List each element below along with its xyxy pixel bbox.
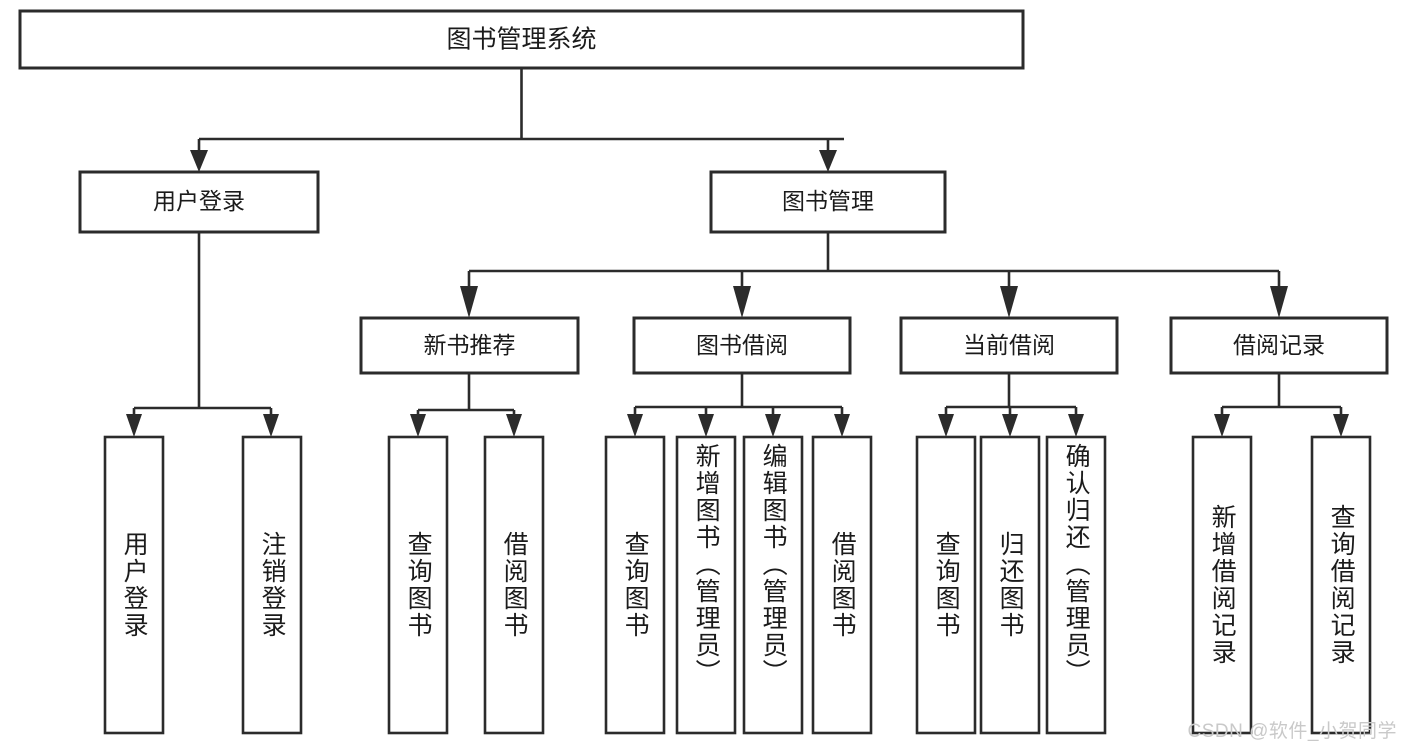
arrow-icon	[938, 414, 954, 437]
leaf-box-add-borrow-record[interactable]	[1191, 435, 1253, 735]
arrow-icon	[1270, 286, 1288, 318]
arrow-icon	[263, 414, 279, 437]
connector-userlogin-to-leaves	[126, 232, 279, 437]
leaf-box-return-book[interactable]	[979, 435, 1041, 735]
node-user-login-label: 用户登录	[153, 188, 245, 214]
connector-newbook-to-leaves	[410, 373, 522, 437]
leaf-box-query-borrow-record[interactable]	[1310, 435, 1372, 735]
arrow-icon	[460, 286, 478, 318]
node-book-manage[interactable]: 图书管理	[709, 170, 947, 234]
connector-bookborrow-to-leaves	[627, 373, 850, 437]
node-current-borrow[interactable]: 当前借阅	[899, 316, 1119, 375]
arrow-icon	[1214, 414, 1230, 437]
connector-currentborrow-to-leaves	[938, 373, 1084, 437]
arrow-icon	[126, 414, 142, 437]
arrow-icon	[1333, 414, 1349, 437]
node-root-label: 图书管理系统	[446, 26, 596, 54]
node-borrow-record[interactable]: 借阅记录	[1169, 316, 1389, 375]
node-book-borrow[interactable]: 图书借阅	[632, 316, 852, 375]
node-book-manage-label: 图书管理	[782, 188, 874, 214]
arrow-icon	[1068, 414, 1084, 437]
arrow-icon	[834, 414, 850, 437]
leaf-box-borrow-book-recommend[interactable]	[483, 435, 545, 735]
arrow-icon	[627, 414, 643, 437]
connector-borrowrecord-to-leaves	[1214, 373, 1349, 437]
csdn-watermark: CSDN @软件_小贺同学	[1187, 721, 1397, 742]
leaf-box-confirm-return[interactable]	[1045, 435, 1107, 735]
node-root-box[interactable]	[18, 9, 1025, 70]
arrow-icon	[698, 414, 714, 437]
leaf-box-logout[interactable]	[241, 435, 303, 735]
arrow-icon	[1002, 414, 1018, 437]
node-user-login[interactable]: 用户登录	[78, 170, 320, 234]
arrow-icon	[410, 414, 426, 437]
arrow-icon	[506, 414, 522, 437]
leaf-box-user-login[interactable]	[103, 435, 165, 735]
arrow-icon	[733, 286, 751, 318]
leaf-box-query-book-recommend[interactable]	[387, 435, 449, 735]
arrow-icon	[1000, 286, 1018, 318]
node-new-book-recommend[interactable]: 新书推荐	[359, 316, 580, 375]
node-current-borrow-label: 当前借阅	[963, 332, 1055, 358]
node-user-login-box[interactable]	[78, 170, 320, 234]
leaf-box-query-book-borrow[interactable]	[604, 435, 666, 735]
connector-root-to-level1	[190, 68, 844, 172]
node-new-book-recommend-label: 新书推荐	[424, 332, 516, 358]
leaf-box-query-book-current[interactable]	[915, 435, 977, 735]
leaf-box-borrow-book[interactable]	[811, 435, 873, 735]
arrow-icon	[819, 150, 837, 172]
node-book-borrow-box[interactable]	[632, 316, 852, 375]
leaf-box-edit-book[interactable]	[742, 435, 804, 735]
node-current-borrow-box[interactable]	[899, 316, 1119, 375]
leaf-box-add-book[interactable]	[675, 435, 737, 735]
connector-bookmanage-to-level2	[460, 232, 1288, 318]
node-book-borrow-label: 图书借阅	[696, 332, 788, 358]
node-new-book-recommend-box[interactable]	[359, 316, 580, 375]
node-borrow-record-label: 借阅记录	[1233, 332, 1325, 358]
arrow-icon	[765, 414, 781, 437]
node-root[interactable]: 图书管理系统	[18, 9, 1025, 70]
leaf-boxes	[103, 435, 1372, 735]
arrow-icon	[190, 150, 208, 172]
node-book-manage-box[interactable]	[709, 170, 947, 234]
node-borrow-record-box[interactable]	[1169, 316, 1389, 375]
